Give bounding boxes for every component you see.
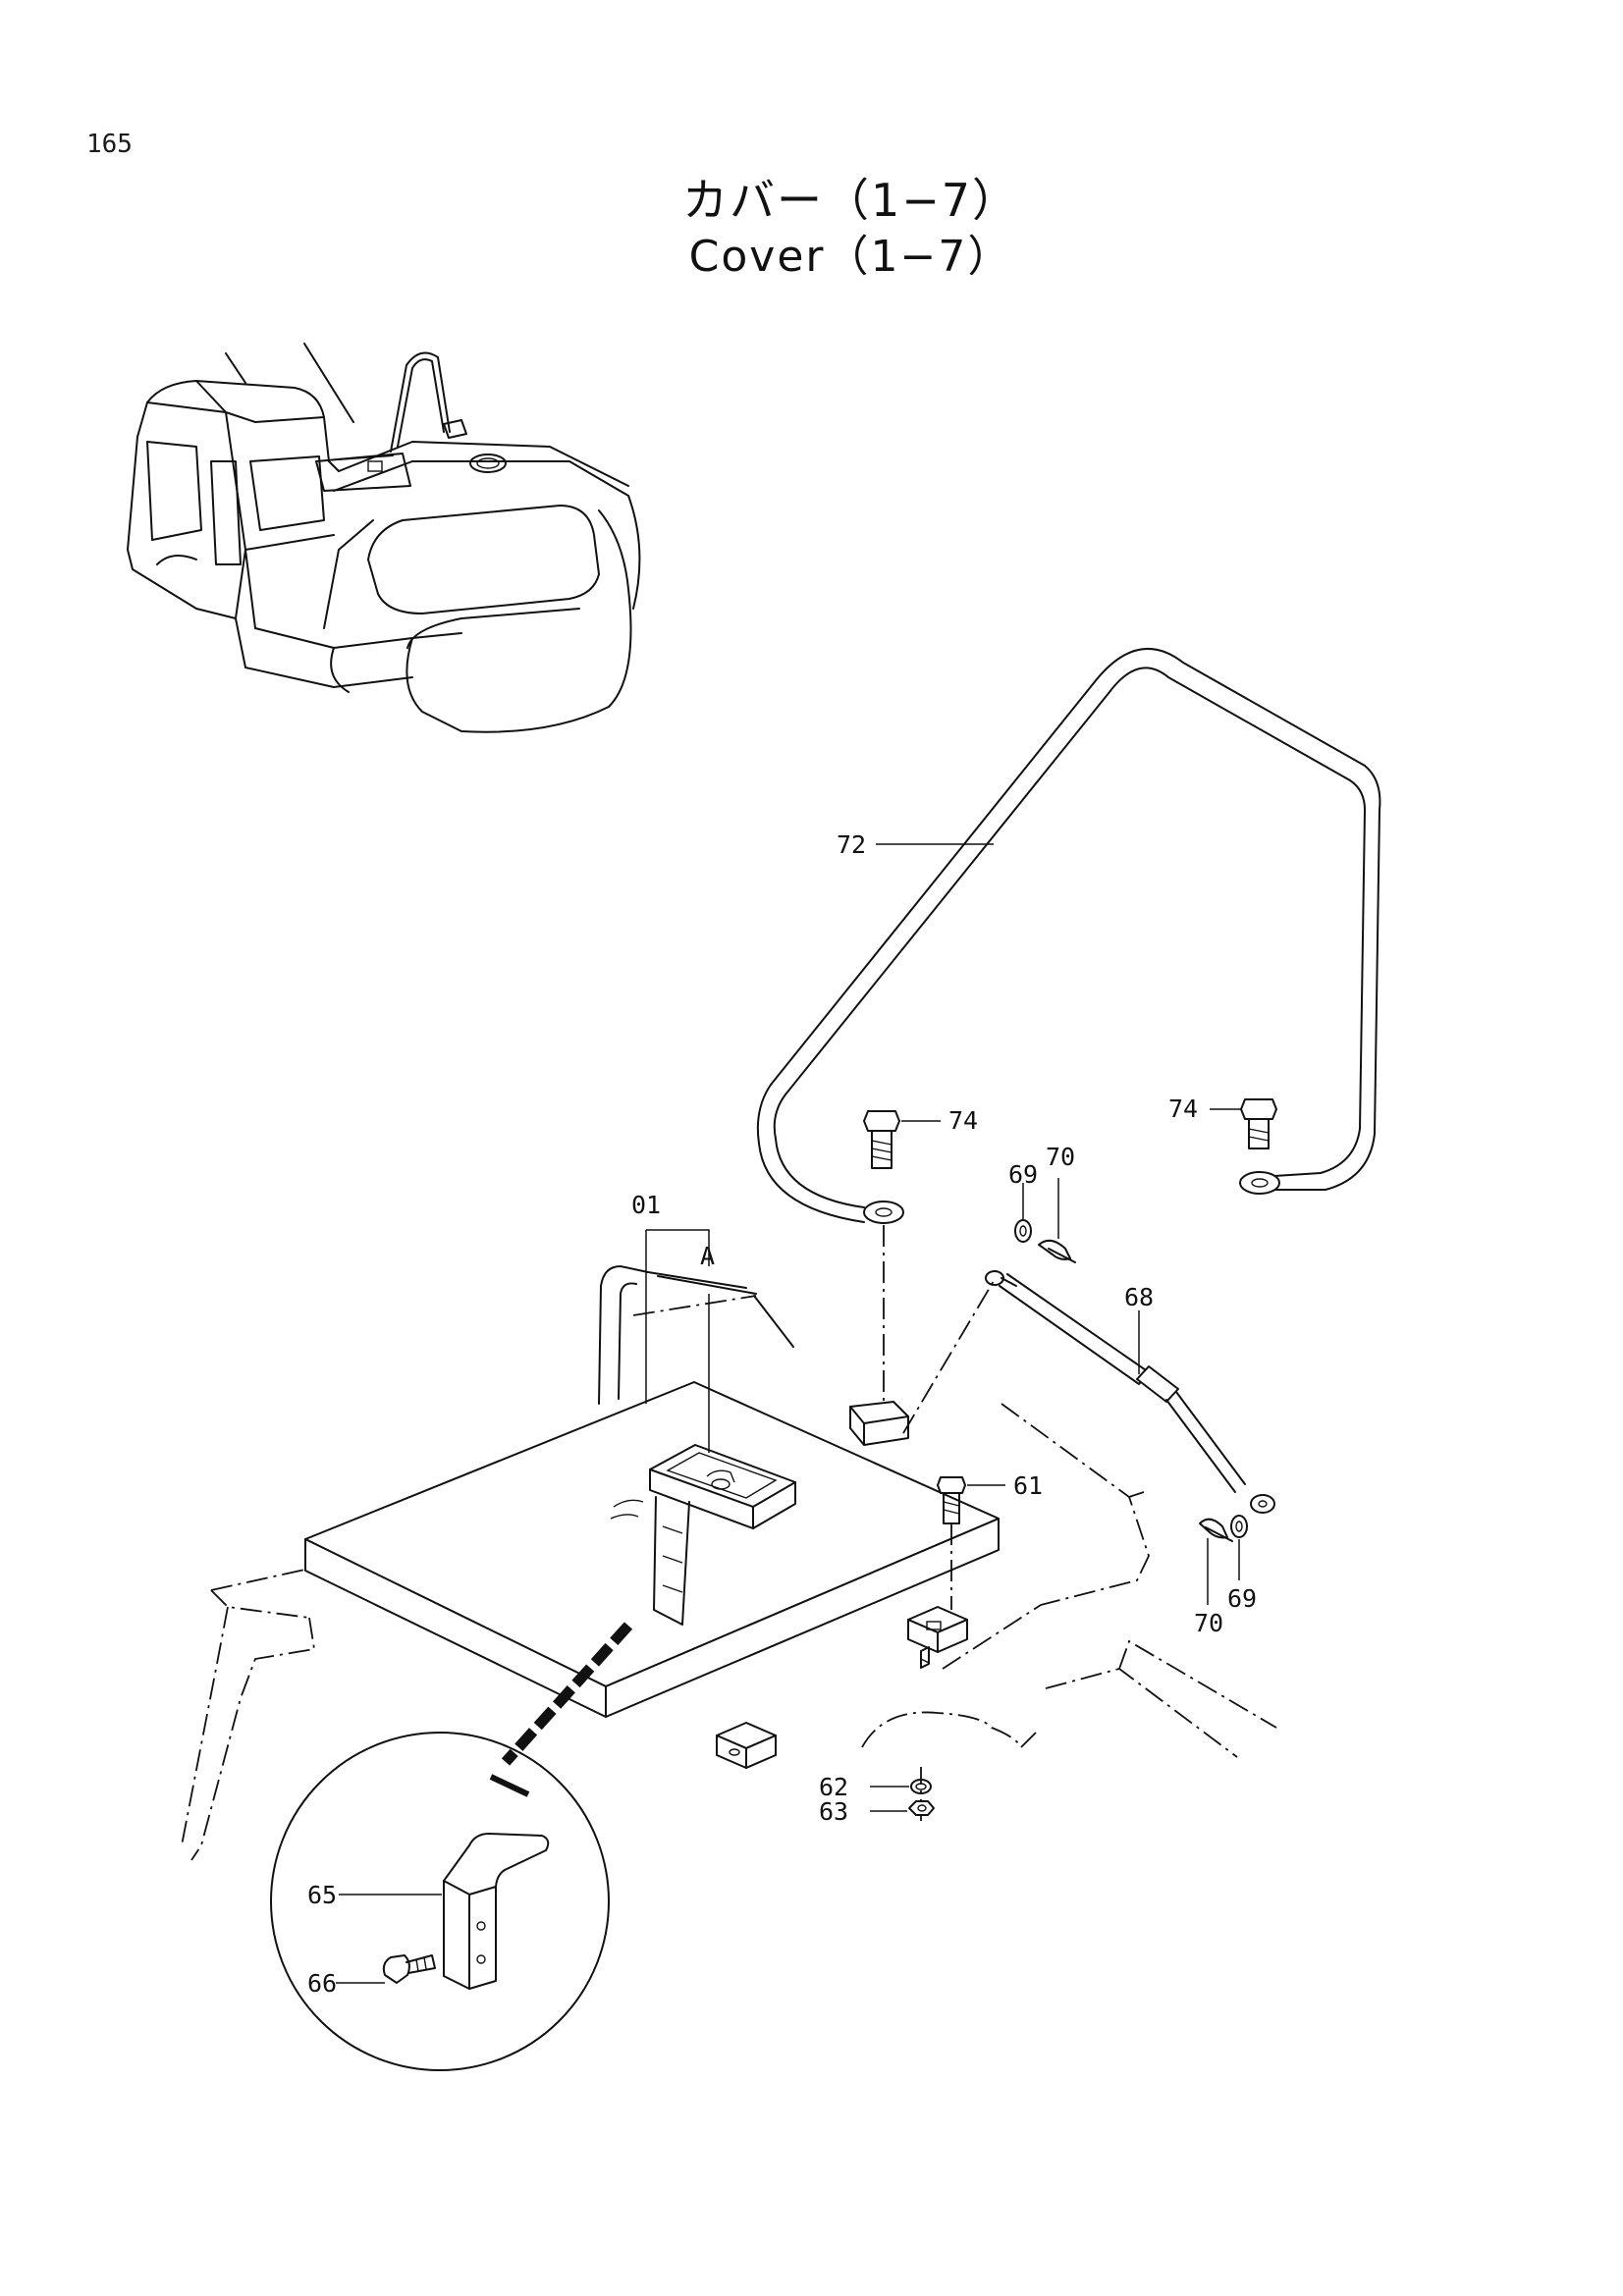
part-A-cover-lock — [610, 1444, 796, 1626]
rear-frame-bar — [598, 1265, 794, 1405]
part-70-pin-upper — [1038, 1239, 1076, 1263]
part-01-cover-plate — [304, 1381, 1000, 1718]
callout-69-upper: 69 — [1008, 1160, 1038, 1189]
part-74-bolt-left — [863, 1110, 900, 1169]
part-63-nut — [908, 1800, 935, 1816]
part-68-gas-spring — [985, 1270, 1275, 1514]
callout-69-lower: 69 — [1227, 1584, 1257, 1613]
cover-hinge-left — [716, 1722, 777, 1769]
page-number: 165 — [86, 130, 133, 159]
page-title-english: Cover（1−7） — [688, 232, 1013, 282]
callout-70-lower: 70 — [1194, 1609, 1223, 1637]
detail-view-pointer — [489, 1622, 633, 1797]
callout-A: A — [700, 1242, 715, 1270]
callout-62: 62 — [819, 1773, 848, 1801]
part-62-washer — [910, 1779, 932, 1794]
part-69-washer-lower — [1230, 1515, 1248, 1538]
callout-70-upper: 70 — [1046, 1143, 1075, 1171]
detail-circle-view — [270, 1732, 610, 2071]
callout-72: 72 — [837, 830, 866, 859]
page-title-japanese: カバー（1−7） — [681, 174, 1020, 227]
callout-66: 66 — [307, 1969, 337, 1998]
rail-mount-block — [849, 1401, 909, 1446]
callout-63: 63 — [819, 1797, 848, 1826]
callout-leader-lines — [336, 843, 1241, 1984]
callout-68: 68 — [1124, 1283, 1154, 1311]
part-74-bolt-right — [1240, 1098, 1277, 1149]
callout-74-right: 74 — [1168, 1095, 1198, 1123]
part-61-bolt — [920, 1476, 966, 1669]
part-72-handrail — [756, 648, 1381, 1224]
machine-overview-illustration — [127, 343, 641, 733]
callout-labels: 72 74 74 69 70 68 01 A 61 70 69 62 63 65… — [307, 830, 1257, 1998]
callout-74-left: 74 — [948, 1106, 978, 1135]
part-69-washer-upper — [1014, 1219, 1032, 1243]
callout-65: 65 — [307, 1881, 337, 1909]
callout-01: 01 — [631, 1191, 661, 1219]
callout-61: 61 — [1013, 1471, 1043, 1500]
part-70-pin-lower — [1199, 1518, 1233, 1542]
cover-hinge-right — [907, 1606, 968, 1653]
